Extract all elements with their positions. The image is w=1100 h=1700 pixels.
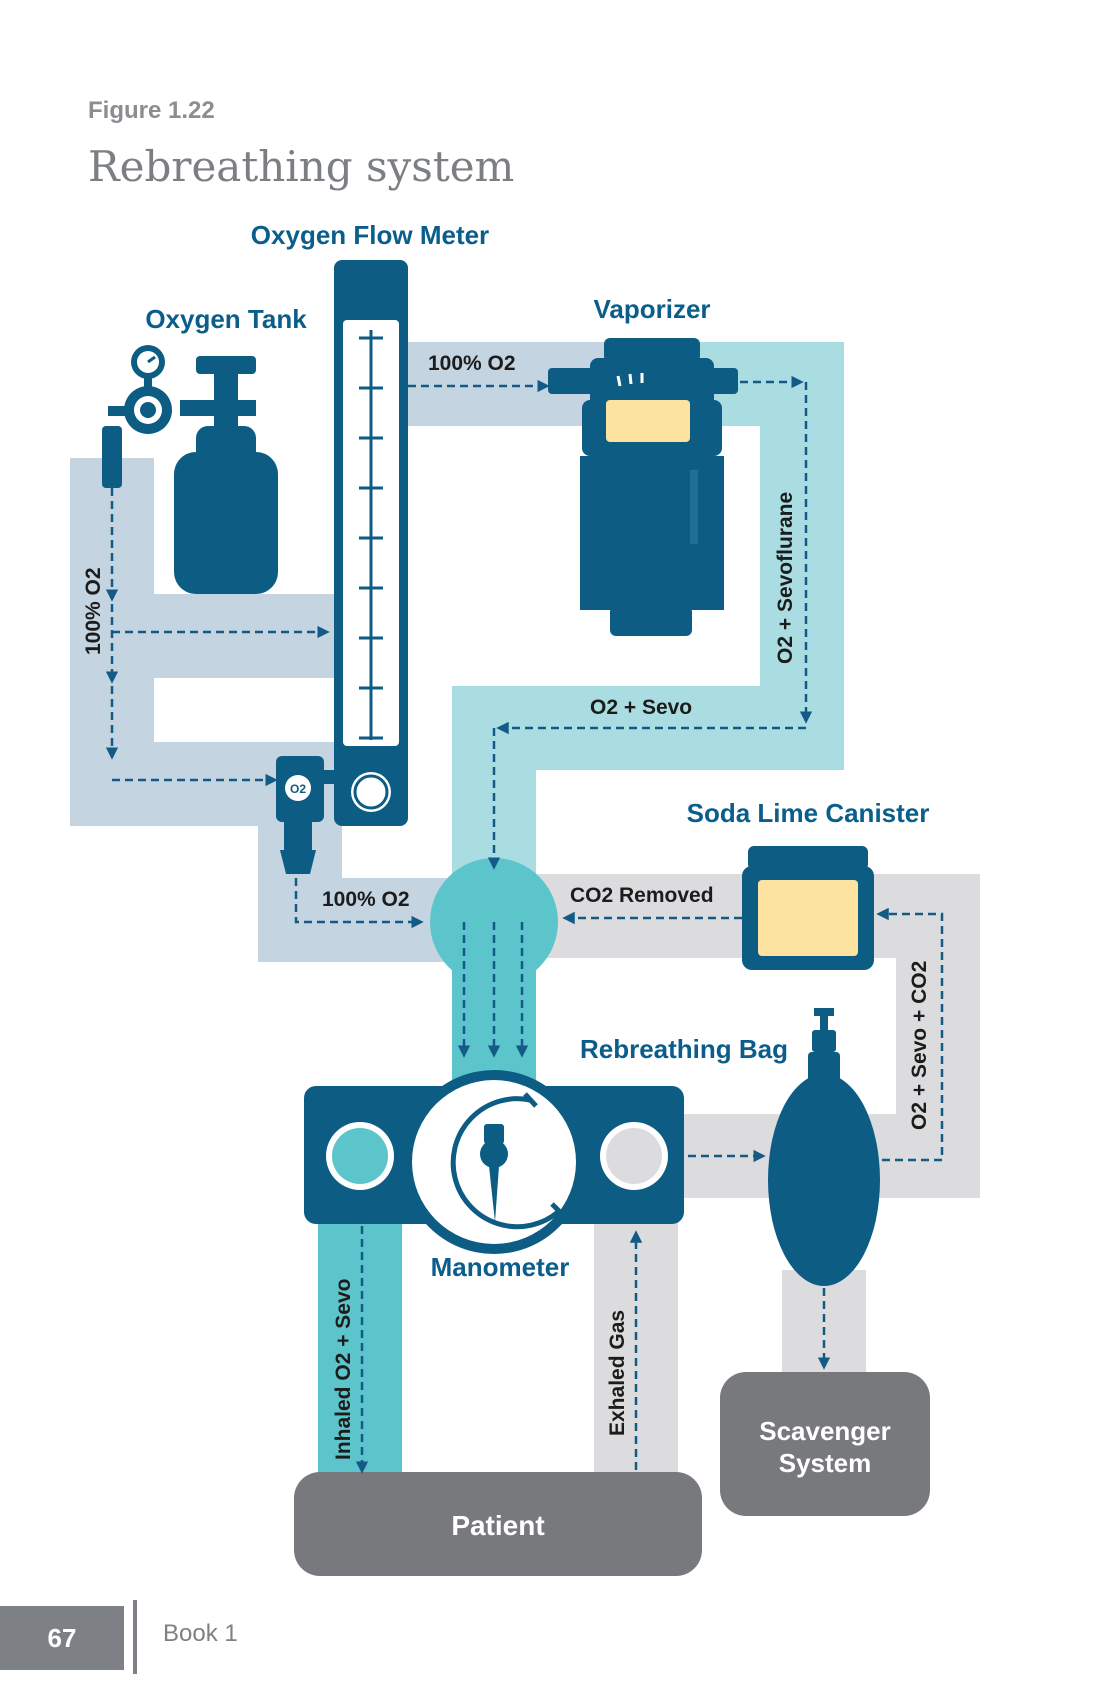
bag-valve-body [812, 1030, 836, 1052]
manometer [304, 1070, 684, 1254]
regulator-outlet [108, 406, 126, 416]
valve-nozzle [280, 850, 316, 874]
bag-valve-top [814, 1008, 834, 1016]
o2-valve-badge [285, 775, 311, 801]
flow-label-exhaled: Exhaled Gas [606, 1310, 629, 1436]
tank-shoulder [196, 426, 256, 466]
book-label: Book 1 [163, 1620, 238, 1647]
exhale-port-fill [606, 1128, 662, 1184]
regulator-hose [102, 426, 122, 488]
manometer-scale-arc [450, 1096, 560, 1230]
bag-body [768, 1074, 880, 1286]
vaporizer-label: Vaporizer [593, 294, 710, 324]
scavenger-box [720, 1372, 930, 1516]
vaporizer-dial-marks [616, 373, 644, 387]
vaporizer-cap [604, 338, 700, 362]
rebreathing-bag-label: Rebreathing Bag [580, 1034, 788, 1064]
soda-lime-canister-label: Soda Lime Canister [687, 798, 930, 828]
vaporizer-highlight [690, 470, 698, 544]
oxygen-flow-meter-label: Oxygen Flow Meter [251, 220, 489, 250]
flow-label-o2-left: 100% O2 [82, 567, 105, 655]
figure-title: Rebreathing system [88, 142, 515, 191]
page-number-box [0, 1606, 124, 1670]
vaporizer-main-body [580, 456, 724, 610]
oxygen-tank-label: Oxygen Tank [145, 304, 307, 334]
o2-valve-label: O2 [290, 782, 306, 796]
pipe-inhaled [318, 1220, 402, 1482]
pipe-o2-to-manometer [258, 878, 458, 962]
flow-label-o2-top: 100% O2 [428, 352, 516, 375]
manometer-stem [484, 1124, 504, 1144]
regulator-hub [140, 402, 156, 418]
valve-stem [284, 822, 312, 850]
soda-lime-canister [742, 846, 874, 970]
oxygen-flow-meter [334, 260, 408, 826]
flow-arrows [105, 375, 944, 1474]
vaporizer-left-port [548, 368, 598, 394]
manometer-hub [480, 1140, 508, 1168]
flow-meter-ticks [359, 336, 383, 740]
manometer-needle [489, 1166, 499, 1222]
pipe-o2-mid-horizontal [70, 594, 342, 678]
figure-label: Figure 1.22 [88, 97, 215, 124]
canister-lid [748, 846, 868, 870]
flow-meter-float-ring [353, 774, 389, 810]
scavenger-label-line2: System [779, 1448, 872, 1478]
flow-label-o2-sevo: O2 + Sevo [590, 696, 692, 719]
pipe-bag-to-scavenger [782, 1270, 866, 1380]
manometer-label: Manometer [431, 1252, 570, 1282]
flow-label-o2-bottom: 100% O2 [322, 888, 410, 911]
vaporizer-window [606, 400, 690, 442]
patient-box [294, 1472, 702, 1576]
vaporizer-right-port [704, 368, 738, 394]
flow-label-inhaled: Inhaled O2 + Sevo [332, 1279, 355, 1460]
flow-meter-float [351, 772, 391, 812]
oxygen-tank [102, 345, 278, 594]
vaporizer-top [590, 358, 714, 408]
valve-bracket [314, 770, 344, 784]
vaporizer [548, 338, 738, 636]
gauge-stem [144, 378, 152, 390]
vaporizer-base [610, 606, 692, 636]
rebreathing-bag [768, 1008, 880, 1286]
canister-contents [758, 880, 858, 956]
flow-label-co2-removed: CO2 Removed [570, 884, 714, 907]
tank-side-fitting [180, 400, 256, 416]
arrow-valve-to-mixer [294, 878, 424, 929]
scavenger-label-line1: Scavenger [759, 1416, 891, 1446]
patient-label: Patient [451, 1510, 544, 1541]
flow-label-o2-sevo-co2: O2 + Sevo + CO2 [908, 961, 931, 1130]
flow-label-o2-sevoflurane: O2 + Sevoflurane [774, 492, 797, 664]
tank-body [174, 452, 278, 594]
footer-divider [133, 1600, 137, 1674]
page-number: 67 [47, 1623, 77, 1653]
bag-valve-stem [820, 1014, 828, 1034]
tank-valve-knob [196, 356, 256, 374]
inhale-port-fill [332, 1128, 388, 1184]
o2-flush-valve: O2 [276, 756, 344, 874]
arrow-bag-to-canister [876, 907, 944, 1162]
